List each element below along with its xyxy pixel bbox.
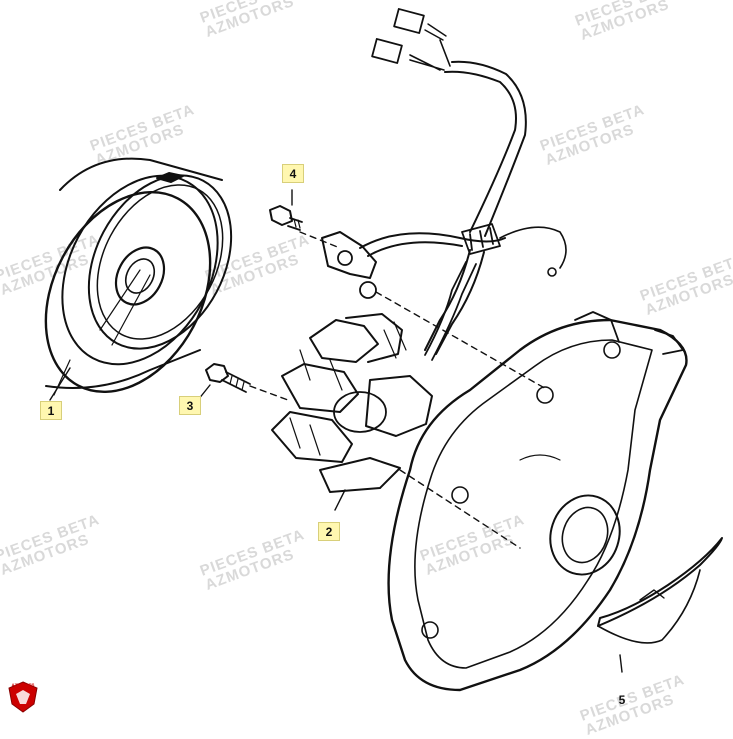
line-drawing (44, 8, 723, 692)
wiring-harness (371, 8, 567, 355)
callout-5: 5 (618, 692, 626, 707)
gasket (597, 537, 723, 644)
stator (271, 261, 477, 493)
callout-4: 4 (282, 164, 304, 183)
engine-cover (387, 311, 688, 692)
flywheel-rotor (44, 157, 233, 396)
bolt-4 (269, 205, 303, 231)
callout-2: 2 (318, 522, 340, 541)
pickup-sensor (321, 231, 506, 299)
logo-shield-icon (8, 681, 38, 713)
callout-3: 3 (179, 396, 201, 415)
alignment-lines (249, 231, 549, 549)
bolt-3 (205, 363, 251, 393)
leader-lines (49, 189, 623, 673)
azmotors-logo: AZMOTORS (6, 680, 40, 714)
logo-text: AZMOTORS (11, 682, 35, 687)
callout-1: 1 (40, 401, 62, 420)
